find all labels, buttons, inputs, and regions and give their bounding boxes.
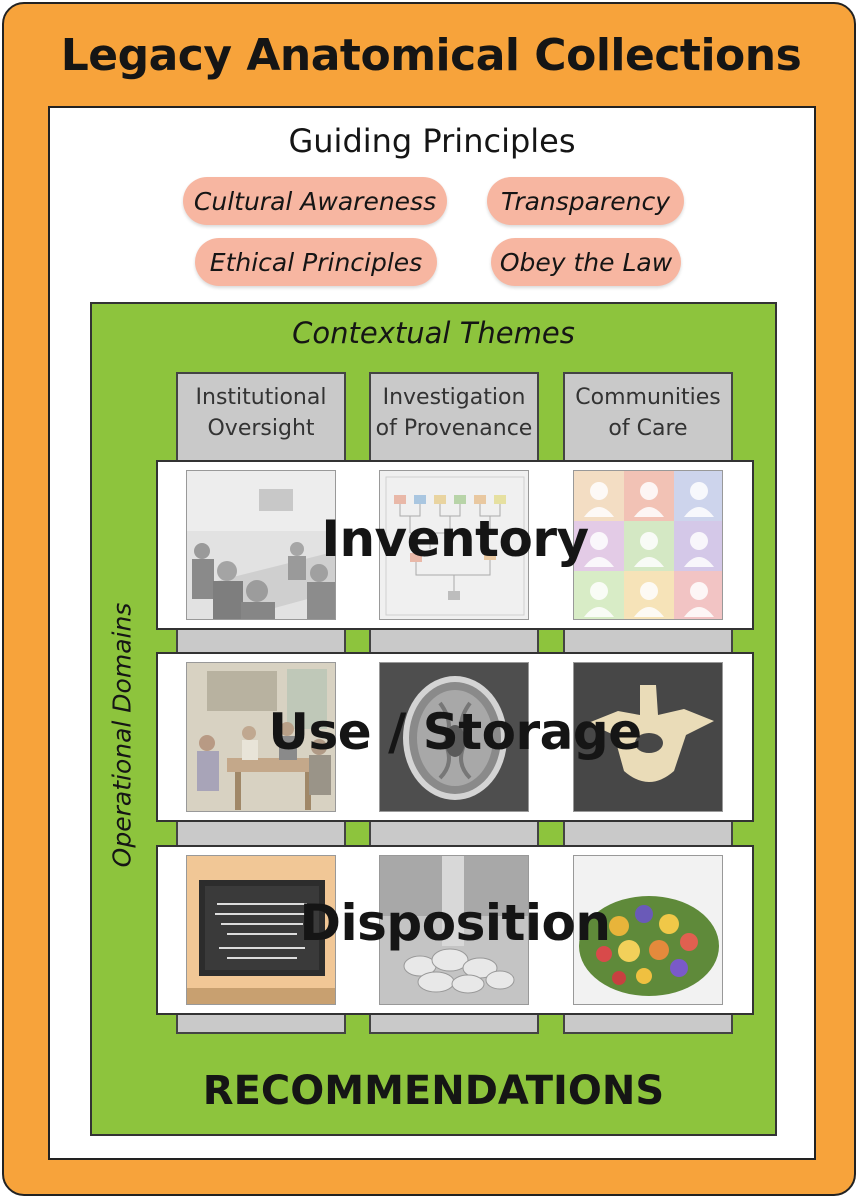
vertebra-bone (573, 662, 723, 812)
domain-label-inventory: Inventory (321, 510, 589, 568)
contextual-themes-title: Contextual Themes (292, 316, 575, 350)
principle-cultural-awareness: Cultural Awareness (183, 177, 447, 225)
meeting-photo (186, 470, 336, 620)
domain-label-use-storage: Use / Storage (268, 703, 642, 761)
principle-ethical-principles: Ethical Principles (195, 238, 437, 286)
domain-label-disposition: Disposition (299, 894, 611, 952)
classroom-photo (186, 662, 336, 812)
principle-transparency: Transparency (487, 177, 684, 225)
memorial-plaque (186, 855, 336, 1005)
family-tree-chart (379, 470, 529, 620)
theme-label-communities-of-care: Communities of Care (575, 385, 721, 441)
main-title: Legacy Anatomical Collections (60, 30, 802, 81)
flower-bouquet (573, 855, 723, 1005)
principle-obey-the-law: Obey the Law (491, 238, 681, 286)
theme-label-investigation-of-provenance: Investigation of Provenance (375, 385, 533, 441)
operational-domains-label: Operational Domains (107, 602, 137, 868)
brain-mri-scan (379, 662, 529, 812)
stone-cairn (379, 855, 529, 1005)
theme-label-institutional-oversight: Institutional Oversight (195, 385, 327, 441)
unknown-persons-grid (573, 470, 723, 620)
guiding-principles-title: Guiding Principles (288, 122, 576, 160)
recommendations-label: RECOMMENDATIONS (202, 1068, 665, 1114)
